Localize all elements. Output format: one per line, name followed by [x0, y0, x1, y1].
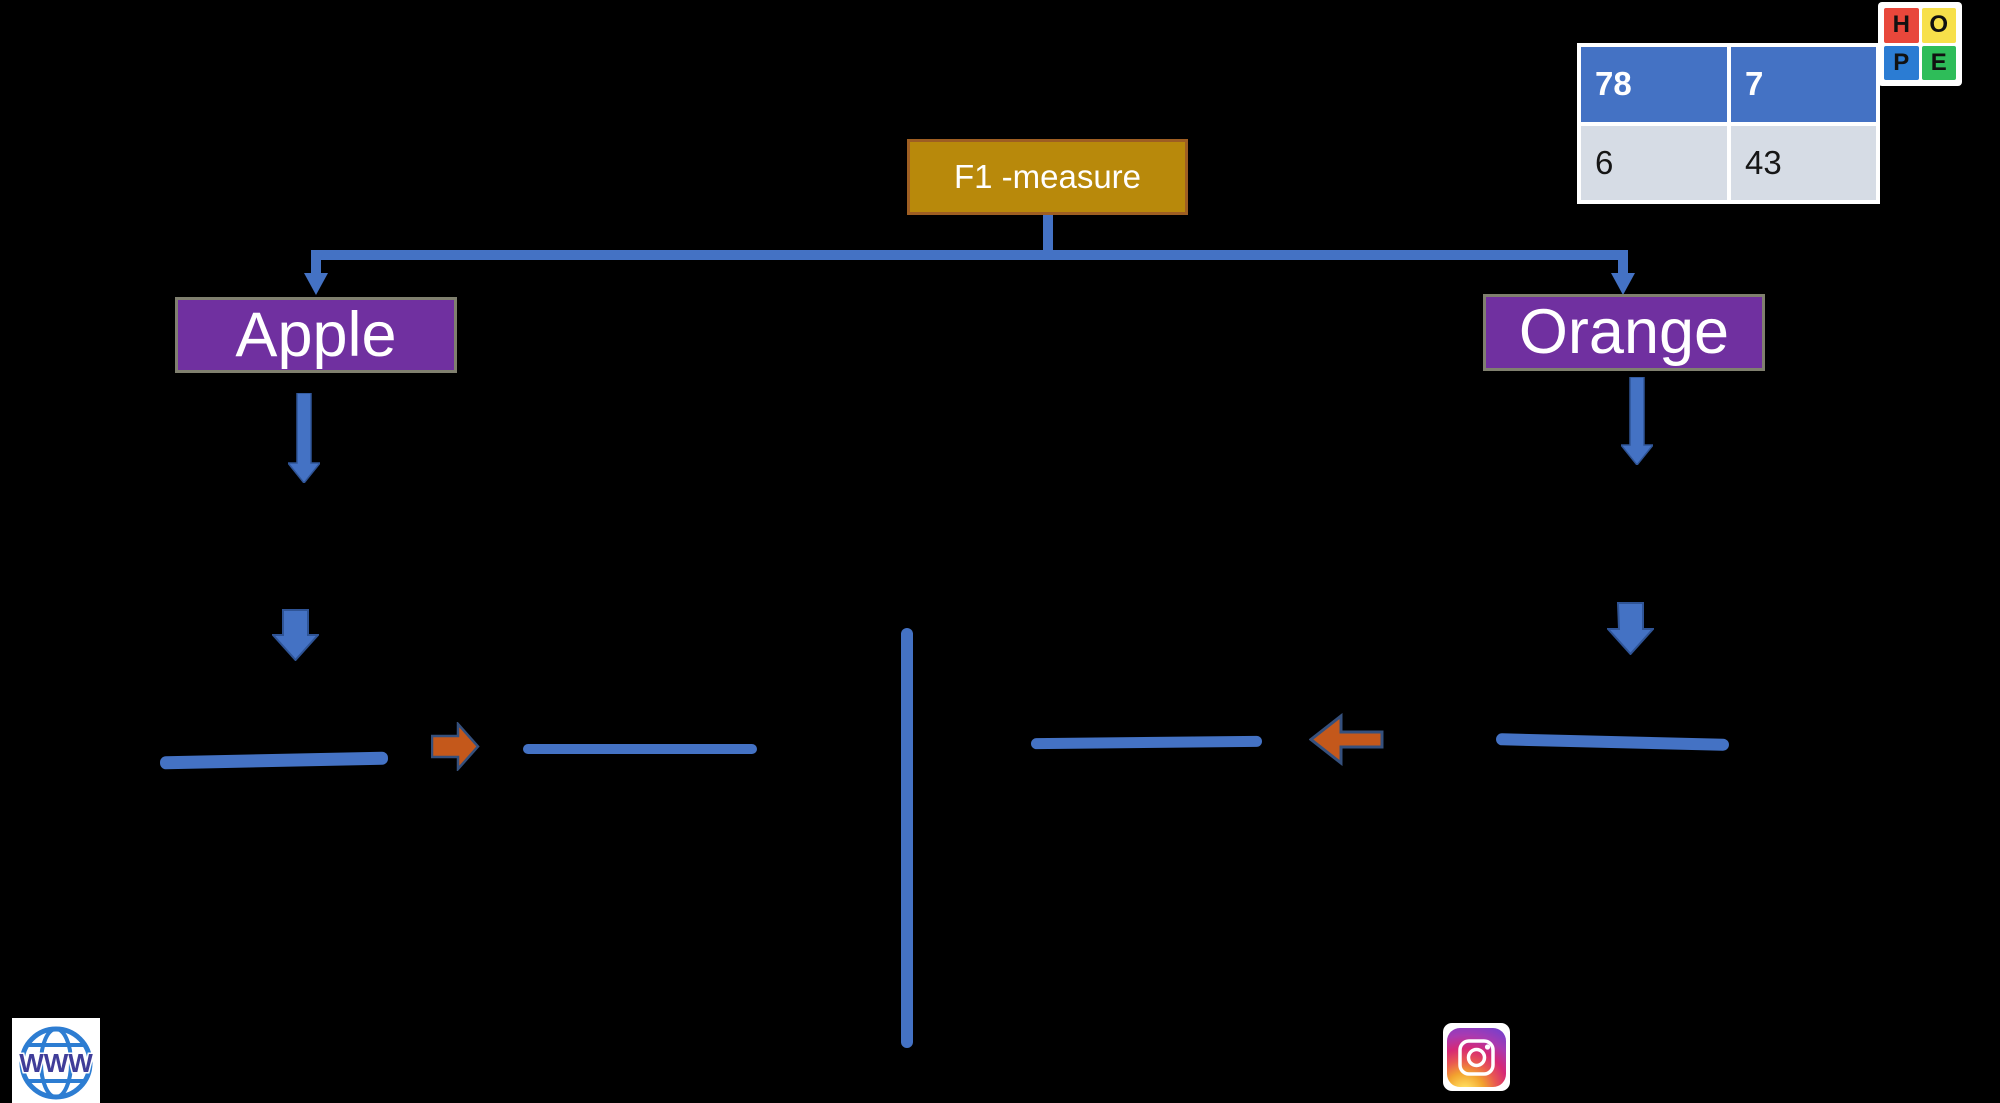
- connector-horizontal: [311, 250, 1628, 260]
- connector-drop-right: [1618, 259, 1628, 274]
- instagram-tile: [1447, 1027, 1506, 1087]
- down-arrow-icon: [288, 393, 320, 483]
- node-apple-label: Apple: [235, 300, 397, 370]
- underline-stroke: [159, 751, 389, 770]
- block-down-arrow-icon: [1607, 602, 1654, 655]
- globe-graphic: WWW: [18, 1026, 95, 1100]
- underline-stroke: [1495, 733, 1730, 751]
- table-cell-body-1: 6: [1581, 125, 1727, 200]
- table-cell-body-2: 43: [1731, 125, 1876, 200]
- node-orange: Orange: [1483, 294, 1765, 371]
- table-cell-header-1: 78: [1581, 47, 1727, 122]
- www-globe-icon[interactable]: WWW: [12, 1018, 100, 1103]
- node-f1-measure: F1 -measure: [907, 139, 1188, 215]
- instagram-icon[interactable]: [1443, 1023, 1510, 1091]
- arrowhead-left-icon: [304, 273, 328, 295]
- node-apple: Apple: [175, 297, 457, 373]
- hope-letter-p: P: [1893, 48, 1910, 76]
- table-cell-header-2: 7: [1731, 47, 1876, 122]
- hope-letter-h: H: [1892, 11, 1910, 39]
- connector-drop-left: [311, 259, 321, 274]
- down-arrow-icon: [1621, 377, 1653, 465]
- arrowhead-right-icon: [1611, 273, 1635, 295]
- hope-tile-o: O: [1921, 8, 1956, 43]
- underline-stroke: [1030, 735, 1263, 750]
- hope-tile-p: P: [1884, 45, 1919, 80]
- camera-glyph-icon: [1458, 1038, 1495, 1076]
- left-arrow-icon: [1309, 713, 1384, 766]
- hope-letter-o: O: [1929, 11, 1949, 39]
- underline-stroke: [523, 744, 757, 754]
- right-arrow-icon: [431, 722, 480, 771]
- www-label: WWW: [19, 1048, 93, 1078]
- hope-letter-e: E: [1930, 48, 1947, 76]
- block-down-arrow-icon: [272, 609, 319, 661]
- vertical-divider: [901, 628, 913, 1048]
- node-orange-label: Orange: [1518, 297, 1730, 367]
- connector-root-stub: [1043, 215, 1053, 253]
- node-f1-measure-label: F1 -measure: [953, 158, 1142, 195]
- matrix-table: 78 7 6 43: [1577, 43, 1880, 204]
- hope-logo: H O P E: [1878, 2, 1962, 86]
- hope-tile-e: E: [1921, 45, 1956, 80]
- hope-tile-h: H: [1884, 8, 1919, 43]
